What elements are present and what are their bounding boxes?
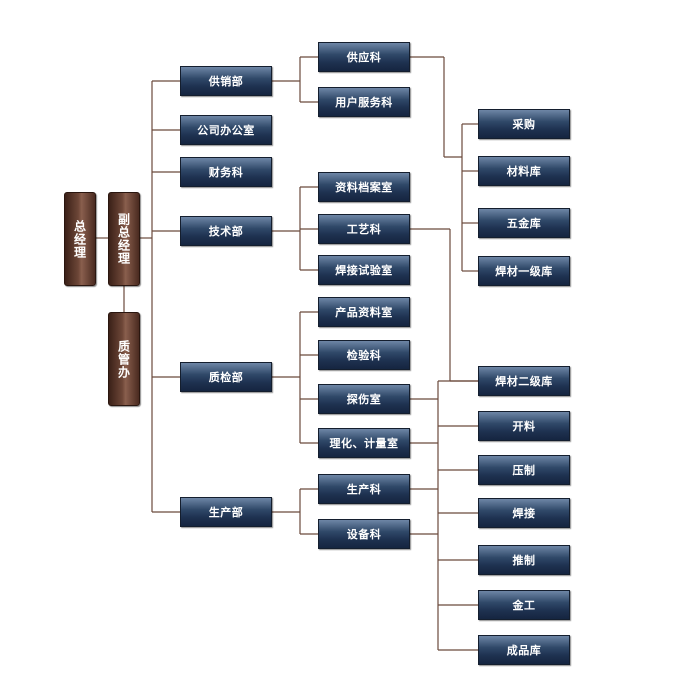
node-customer-service-section: 用户服务科 [318, 87, 410, 117]
node-production-section: 生产科 [318, 474, 410, 504]
node-equipment-section: 设备科 [318, 519, 410, 549]
node-process-section: 工艺科 [318, 214, 410, 244]
node-company-office: 公司办公室 [180, 115, 272, 145]
node-archives-room: 资料档案室 [318, 172, 410, 202]
node-cutting: 开料 [478, 411, 570, 441]
node-welding-material-store-2: 焊材二级库 [478, 366, 570, 396]
node-finance-section: 财务科 [180, 157, 272, 187]
node-deputy-general-manager: 副总经理 [108, 192, 140, 286]
node-product-docs-room: 产品资料室 [318, 297, 410, 327]
node-physchem-metrology-room: 理化、计量室 [318, 428, 410, 458]
node-purchasing: 采购 [478, 109, 570, 139]
node-general-manager: 总经理 [64, 192, 96, 286]
node-hardware-store: 五金库 [478, 208, 570, 238]
node-quality-management-office: 质管办 [108, 312, 140, 406]
node-finished-goods-store: 成品库 [478, 635, 570, 665]
node-welding-lab: 焊接试验室 [318, 255, 410, 285]
node-welding: 焊接 [478, 498, 570, 528]
node-supply-sales-dept: 供销部 [180, 66, 272, 96]
node-machining: 金工 [478, 590, 570, 620]
node-flaw-detection-room: 探伤室 [318, 384, 410, 414]
node-material-store: 材料库 [478, 156, 570, 186]
node-pressing: 压制 [478, 455, 570, 485]
node-quality-inspection-dept: 质检部 [180, 362, 272, 392]
node-supply-section: 供应科 [318, 42, 410, 72]
node-push-forming: 推制 [478, 545, 570, 575]
node-welding-material-store-1: 焊材一级库 [478, 256, 570, 286]
node-production-dept: 生产部 [180, 497, 272, 527]
node-technical-dept: 技术部 [180, 216, 272, 246]
node-inspection-section: 检验科 [318, 340, 410, 370]
